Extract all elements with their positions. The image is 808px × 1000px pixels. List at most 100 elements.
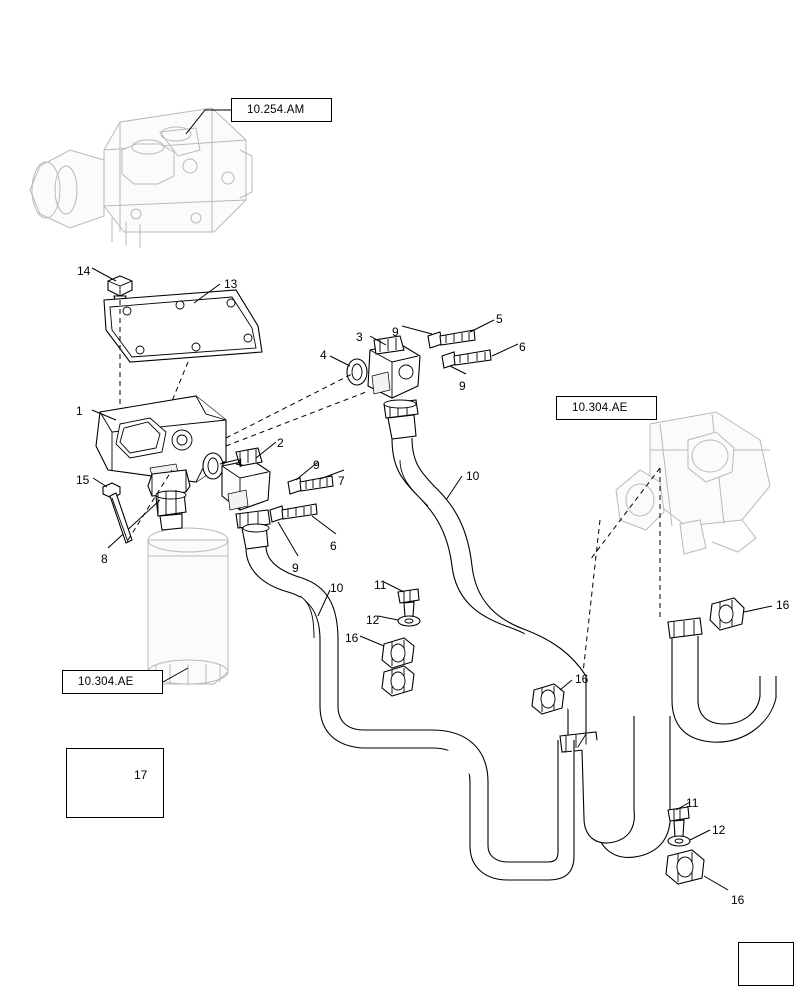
ghost-oil-filter xyxy=(147,527,229,686)
part-12-washer-bottom xyxy=(667,835,691,847)
callout-16-c: 16 xyxy=(575,672,589,686)
leader-10-upper xyxy=(445,475,463,501)
leader-7 xyxy=(319,469,345,480)
ref-box-10-304-ae-bottom: 10.304.AE xyxy=(62,670,163,694)
callout-14: 14 xyxy=(77,264,91,278)
leader-16-a xyxy=(359,635,385,647)
callout-2: 2 xyxy=(277,436,284,450)
callout-9-top2: 9 xyxy=(459,379,466,393)
callout-16-a: 16 xyxy=(345,631,359,645)
pipe-left-connector xyxy=(235,509,271,550)
leader-15 xyxy=(92,477,108,488)
leader-2 xyxy=(255,441,277,459)
part-11-bolt-bottom xyxy=(667,806,690,838)
clamp-16-c xyxy=(531,683,565,715)
leader-4-center xyxy=(329,355,351,367)
leader-10-254-am xyxy=(185,109,231,135)
callout-11-center: 11 xyxy=(374,578,387,592)
ghost-housing-top xyxy=(29,107,253,248)
callout-6-lower: 6 xyxy=(330,539,337,553)
leader-3 xyxy=(369,335,387,346)
leader-11-center xyxy=(383,581,405,593)
callout-4-center: 4 xyxy=(320,348,327,362)
callout-16-e: 16 xyxy=(731,893,745,907)
leader-6-lower xyxy=(311,515,337,535)
callout-11-bottom: 11 xyxy=(686,796,699,810)
leader-13 xyxy=(193,283,221,304)
part-3-pump-housing xyxy=(367,335,421,399)
ref-label-10-304-ae-top: 10.304.AE xyxy=(572,402,628,414)
leader-12-center xyxy=(377,615,399,621)
dash-pump-to-pipe-2 xyxy=(579,519,601,701)
part-6-bolt-top xyxy=(441,349,492,369)
pipe-10-lower xyxy=(245,545,548,881)
leader-10-304-ae-bottom xyxy=(162,667,189,683)
part-7-bolt-assembly xyxy=(287,475,334,495)
leader-14 xyxy=(91,267,117,282)
clamp-16-a xyxy=(381,637,415,669)
leader-8 xyxy=(107,499,161,549)
leader-9-top xyxy=(401,325,433,335)
leader-10-lower xyxy=(317,589,331,617)
part-13-cover-plate xyxy=(103,289,263,363)
callout-17: 17 xyxy=(134,768,148,782)
leader-16-c xyxy=(559,679,573,691)
part-15-long-bolt xyxy=(102,482,133,544)
callout-9-lower: 9 xyxy=(292,561,299,575)
part-11-bolt-center xyxy=(397,588,420,618)
callout-5: 5 xyxy=(496,312,503,326)
part-12-washer-center xyxy=(397,615,421,627)
pipe-right-loop xyxy=(667,617,777,743)
clamp-16-e xyxy=(665,849,705,885)
ref-box-10-254-am: 10.254.AM xyxy=(231,98,332,122)
callout-6-top: 6 xyxy=(519,340,526,354)
pipe-lower-end-2 xyxy=(547,740,559,863)
part-5-bolt xyxy=(427,329,476,349)
leader-1 xyxy=(91,409,117,421)
callout-16-d: 16 xyxy=(776,598,790,612)
ref-label-10-304-ae-bottom: 10.304.AE xyxy=(78,676,134,688)
leader-5 xyxy=(469,319,495,333)
diagram-page-icon xyxy=(738,942,794,986)
pipe-upper-fitting xyxy=(383,399,419,440)
callout-13: 13 xyxy=(224,277,238,291)
callout-9-sensor: 9 xyxy=(313,458,320,472)
callout-12-bottom: 12 xyxy=(712,823,726,837)
leader-11-bottom xyxy=(675,801,691,811)
callout-12-center: 12 xyxy=(366,613,380,627)
assembly-axis-bolt15 xyxy=(127,469,173,541)
part-8-filter-nipple xyxy=(147,469,191,531)
assembly-axis-top xyxy=(119,300,189,407)
clamp-16-b xyxy=(381,665,415,697)
pipe-10-upper xyxy=(391,437,587,740)
ghost-pump-right xyxy=(615,411,771,555)
callout-7: 7 xyxy=(338,474,345,488)
part-4-oring-left xyxy=(202,452,224,480)
callout-15: 15 xyxy=(76,473,90,487)
callout-10-lower: 10 xyxy=(330,581,344,595)
callout-10-upper: 10 xyxy=(466,469,480,483)
leader-12-bottom xyxy=(689,829,711,841)
leader-6-top xyxy=(491,343,519,357)
pipe-upper-leg xyxy=(559,716,671,858)
ref-label-10-254-am: 10.254.AM xyxy=(247,104,305,116)
assembly-axis-pump xyxy=(225,373,367,447)
ref-box-10-304-ae-top: 10.304.AE xyxy=(556,396,657,420)
clamp-16-d xyxy=(709,597,745,631)
part-6-bolt-lower xyxy=(269,503,318,523)
part-2-sensor-block xyxy=(221,447,271,511)
dash-pump-to-pipe xyxy=(589,467,661,620)
callout-8: 8 xyxy=(101,552,108,566)
leader-9-lower xyxy=(277,521,299,557)
leader-16-d xyxy=(743,605,773,613)
detail-box-17 xyxy=(66,748,164,818)
callout-1: 1 xyxy=(76,404,83,418)
callout-4-left: 4 xyxy=(236,456,243,470)
leader-9-sensor xyxy=(295,461,319,481)
callout-3: 3 xyxy=(356,330,363,344)
callout-9-top: 9 xyxy=(392,325,399,339)
leader-9-top2 xyxy=(449,365,467,375)
leader-16-e xyxy=(703,875,729,891)
